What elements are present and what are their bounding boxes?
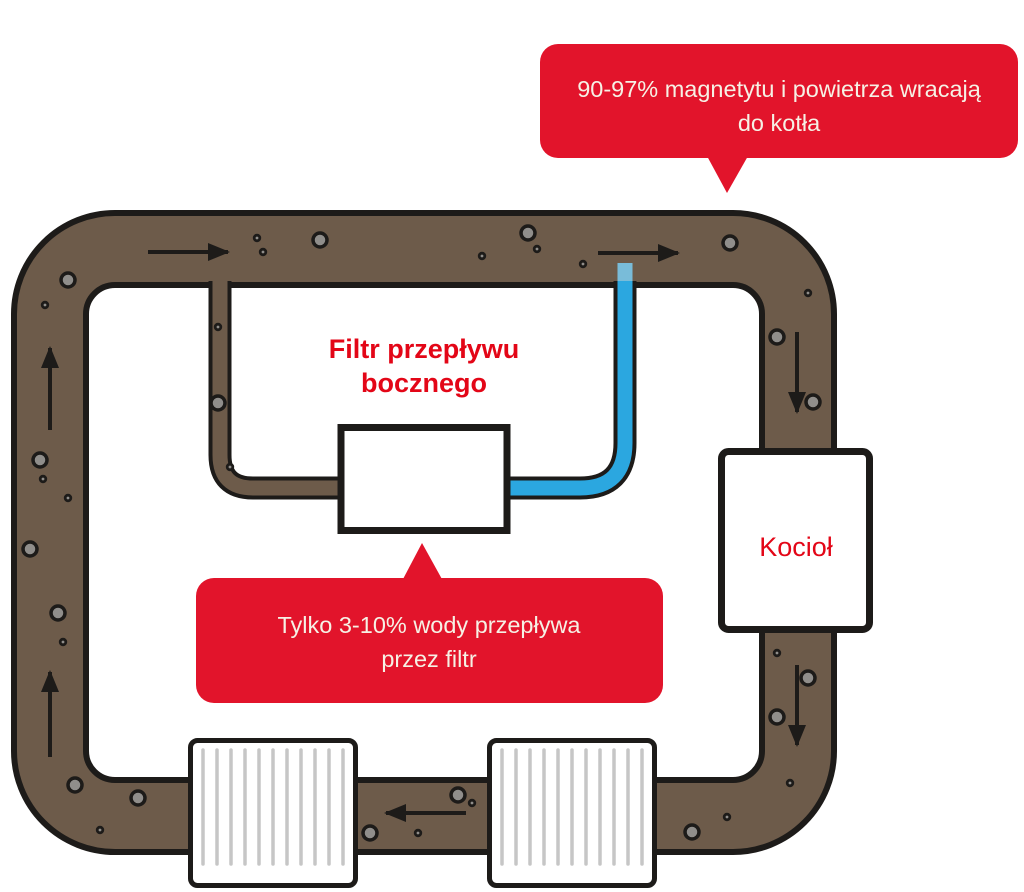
- filter-return-pipe: [504, 263, 637, 500]
- magnetite-particles: [21, 224, 822, 842]
- blue-pipe-fill: [504, 277, 633, 496]
- callout-bottom: Tylko 3-10% wody przepływa przez filtr: [196, 543, 663, 703]
- particle-dot: [311, 231, 329, 249]
- particle-dot: [683, 823, 701, 841]
- radiator: [188, 738, 358, 888]
- callout-top-tail: [707, 156, 748, 193]
- particle-dot: [38, 474, 48, 484]
- particle-dot: [31, 451, 49, 469]
- particle-dot: [209, 394, 227, 412]
- particle-dot: [49, 604, 67, 622]
- main-pipe-fill: [17, 216, 831, 849]
- callout-bottom-tail: [402, 543, 443, 581]
- particle-dot: [532, 244, 542, 254]
- particle-dot: [768, 708, 786, 726]
- branch-pipe-outline: [208, 281, 338, 500]
- particle-dot: [449, 786, 467, 804]
- particle-dot: [252, 233, 262, 243]
- filter-label-line1: Filtr przepływu: [329, 334, 520, 364]
- boiler-label: Kocioł: [759, 532, 833, 562]
- particle-dot: [95, 825, 105, 835]
- particle-dot: [258, 247, 268, 257]
- particle-dot: [213, 322, 223, 332]
- particle-dot: [21, 540, 39, 558]
- particle-dot: [40, 300, 50, 310]
- callout-top-line2: do kotła: [738, 110, 821, 136]
- callout-bottom-line1: Tylko 3-10% wody przepływa: [277, 612, 581, 638]
- particle-dot: [721, 234, 739, 252]
- main-pipe-loop: [11, 210, 837, 855]
- particle-dot: [772, 648, 782, 658]
- particle-dot: [799, 669, 817, 687]
- callout-top-line1: 90-97% magnetytu i powietrza wracają: [577, 76, 982, 102]
- particle-dot: [804, 393, 822, 411]
- particle-dot: [361, 824, 379, 842]
- particle-dot: [477, 251, 487, 261]
- callout-top-bubble: [540, 44, 1018, 158]
- particle-dot: [467, 798, 477, 808]
- particle-dot: [63, 493, 73, 503]
- particle-dot: [803, 288, 813, 298]
- particle-dot: [519, 224, 537, 242]
- particle-dot: [66, 776, 84, 794]
- callout-bottom-bubble: [196, 578, 663, 703]
- branch-pipe: [208, 262, 340, 500]
- particle-dot: [768, 328, 786, 346]
- filter-label-line2: bocznego: [361, 368, 487, 398]
- particle-dot: [785, 778, 795, 788]
- filter-box: [337, 424, 511, 534]
- radiator: [487, 738, 657, 888]
- particle-dot: [58, 637, 68, 647]
- blue-pipe-outline: [506, 281, 637, 500]
- callout-top: 90-97% magnetytu i powietrza wracają do …: [540, 44, 1018, 193]
- branch-pipe-fill: [212, 262, 340, 496]
- radiators: [188, 738, 657, 888]
- particle-dot: [578, 259, 588, 269]
- particle-dot: [129, 789, 147, 807]
- callout-bottom-line2: przez filtr: [381, 646, 476, 672]
- particle-dot: [59, 271, 77, 289]
- flow-arrows: [41, 243, 806, 822]
- particle-dot: [413, 828, 423, 838]
- boiler-box: [718, 448, 873, 633]
- particle-dot: [225, 462, 235, 472]
- particle-dot: [722, 812, 732, 822]
